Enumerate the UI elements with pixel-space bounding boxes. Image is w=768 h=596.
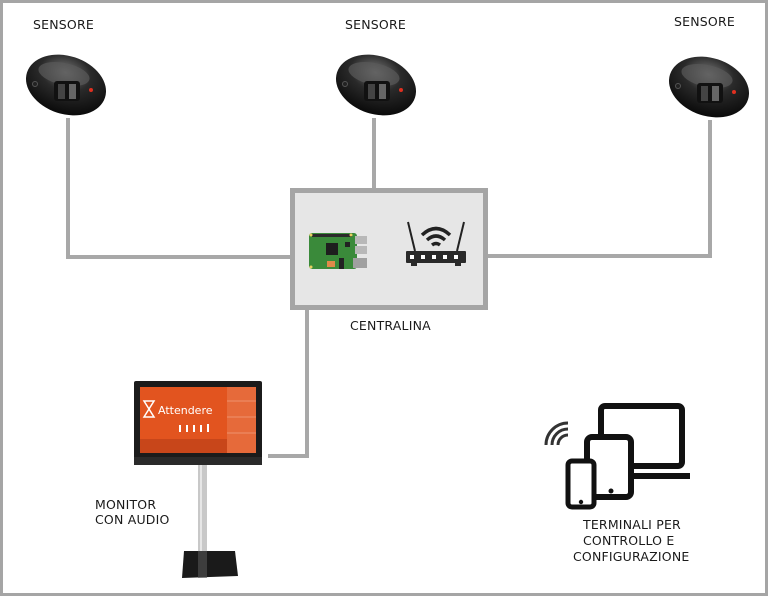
wire-left-sensor-vertical <box>66 118 70 259</box>
monitor-on-stand-icon: Attendere <box>134 381 262 578</box>
circuit-board-icon <box>309 233 367 269</box>
wire-center-vertical <box>372 118 376 190</box>
wire-left-horizontal <box>66 255 292 259</box>
terminal-devices-group <box>544 403 690 510</box>
sensor-label-left: SENSORE <box>33 17 94 32</box>
motion-sensor-icon <box>668 56 750 118</box>
motion-sensor-icon <box>335 54 417 116</box>
wire-right-sensor-vertical <box>708 120 712 258</box>
sensor-label-center: SENSORE <box>345 17 406 32</box>
terminals-label-line-2: CONTROLLO E <box>583 533 675 548</box>
monitor-label-line-1: MONITOR <box>95 497 157 512</box>
wire-monitor-vertical <box>305 305 309 458</box>
sensor-label-right: SENSORE <box>674 14 735 29</box>
wire-monitor-horizontal <box>268 454 309 458</box>
monitor-screen-text: Attendere <box>158 404 213 417</box>
terminals-label-line-3: CONFIGURAZIONE <box>573 549 690 564</box>
hub-box <box>290 188 488 310</box>
monitor-label-line-2: CON AUDIO <box>95 512 170 527</box>
terminals-label-line-1: TERMINALI PER <box>583 517 681 532</box>
wifi-signal-icon <box>544 421 569 446</box>
motion-sensor-icon <box>25 54 107 116</box>
hub-label: CENTRALINA <box>350 318 431 333</box>
wifi-router-icon <box>406 221 466 266</box>
wire-right-horizontal <box>483 254 712 258</box>
smartphone-icon <box>565 458 597 510</box>
